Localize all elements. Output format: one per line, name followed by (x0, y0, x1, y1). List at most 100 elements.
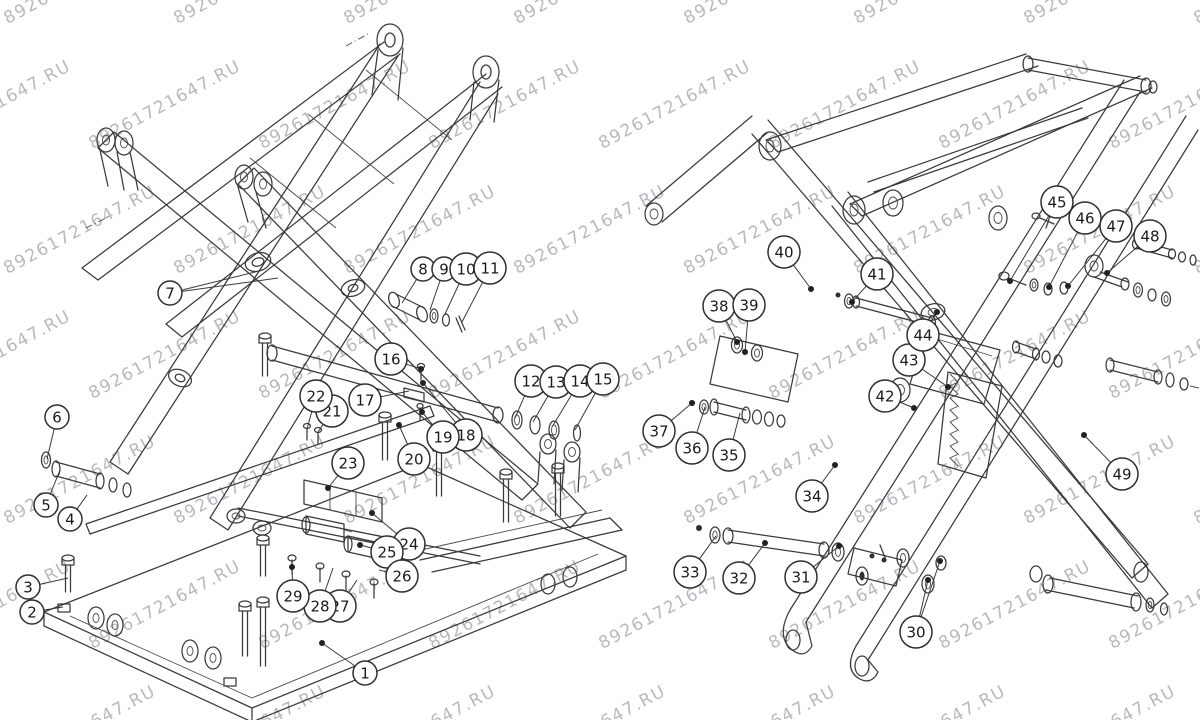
leader-line (371, 512, 398, 535)
callout-17: 17 (348, 383, 410, 417)
callout-balloon (397, 442, 431, 476)
callout-balloon (642, 414, 676, 448)
leader-dot (832, 462, 838, 468)
callout-number: 17 (355, 391, 374, 409)
leader-line (43, 606, 64, 611)
callout-balloon (1105, 457, 1139, 491)
callout-number: 10 (456, 260, 475, 278)
leader-line (920, 560, 941, 618)
callout-number: 40 (774, 243, 793, 261)
leader-line (422, 382, 457, 423)
base-frame (43, 463, 627, 720)
leader-line (181, 269, 264, 291)
callout-number: 3 (23, 578, 33, 596)
leader-dot (689, 400, 695, 406)
callout-43: 43 (892, 343, 951, 390)
leader-line (321, 642, 356, 667)
callout-number: 16 (381, 350, 400, 368)
callout-number: 28 (310, 597, 329, 615)
callout-number: 26 (392, 567, 411, 585)
callout-20: 20 (396, 422, 431, 476)
leader-dot (369, 510, 375, 516)
leader-dot (1104, 270, 1110, 276)
leader-line (748, 542, 766, 566)
leader-line (919, 579, 929, 617)
leader-line (378, 569, 387, 573)
callout-41: 41 (849, 257, 894, 305)
callout-9: 9 (429, 256, 457, 311)
callout-balloon (1133, 219, 1167, 253)
leader-line (306, 411, 313, 430)
leader-dot (1081, 432, 1087, 438)
callout-number: 15 (593, 370, 612, 388)
callout-number: 14 (570, 372, 589, 390)
leader-line (1083, 434, 1112, 463)
callout-30: 30 (899, 558, 943, 649)
leader-line (670, 402, 693, 422)
leader-dot (418, 366, 424, 372)
callout-balloon (57, 506, 83, 532)
leader-line (348, 579, 358, 593)
leader-dot (734, 339, 740, 345)
leader-line (1106, 246, 1139, 274)
leader-line (39, 577, 69, 585)
callout-number: 6 (52, 408, 62, 426)
callout-32: 32 (722, 540, 768, 595)
callout-balloon (1099, 209, 1133, 243)
callout-number: 39 (739, 296, 758, 314)
callout-number: 46 (1075, 209, 1094, 227)
callout-40: 40 (767, 235, 814, 292)
leader-dot (742, 349, 748, 355)
leader-line (429, 280, 441, 311)
leader-dot (945, 384, 951, 390)
callout-balloon (1068, 201, 1102, 235)
leader-line (380, 390, 410, 398)
callout-number: 48 (1140, 227, 1159, 245)
leader-line (324, 567, 334, 592)
callout-balloon (722, 561, 756, 595)
callout-balloon (906, 318, 940, 352)
leader-line (744, 320, 749, 353)
leader-line (514, 395, 526, 419)
callout-number: 32 (729, 569, 748, 587)
callout-44: 44 (906, 309, 940, 352)
leader-line (921, 368, 949, 388)
leader-dot (396, 422, 402, 428)
callout-number: 20 (404, 450, 423, 468)
callout-balloon (19, 599, 45, 625)
callout-number: 11 (480, 259, 499, 277)
callout-balloon (157, 280, 183, 306)
callout-balloon (795, 479, 829, 513)
callout-balloon (732, 288, 766, 322)
callout-number: 41 (867, 265, 886, 283)
callout-36: 36 (675, 406, 709, 465)
callout-balloon (299, 379, 333, 413)
leader-dot (849, 299, 855, 305)
callout-balloon (784, 560, 818, 594)
callout-number: 23 (338, 454, 357, 472)
leader-line (851, 285, 867, 303)
callout-45: 45 (1007, 185, 1074, 284)
callout-number: 44 (913, 326, 932, 344)
callout-number: 24 (399, 535, 418, 553)
callout-number: 12 (521, 372, 540, 390)
callout-balloon (374, 342, 408, 376)
callout-49: 49 (1081, 432, 1139, 491)
leader-dot (1065, 283, 1071, 289)
callout-33: 33 (673, 535, 717, 589)
callout-number: 34 (802, 487, 821, 505)
callout-number: 31 (791, 568, 810, 586)
leader-line (532, 395, 549, 423)
callout-number: 43 (899, 351, 918, 369)
callout-number: 5 (41, 496, 51, 514)
callout-29: 29 (276, 564, 310, 613)
callout-number: 9 (439, 260, 449, 278)
callout-number: 8 (418, 260, 428, 278)
leader-dot (937, 558, 943, 564)
callout-number: 1 (360, 664, 370, 682)
leader-line (1067, 238, 1107, 287)
callout-11: 11 (461, 251, 507, 323)
leader-line (574, 392, 596, 431)
